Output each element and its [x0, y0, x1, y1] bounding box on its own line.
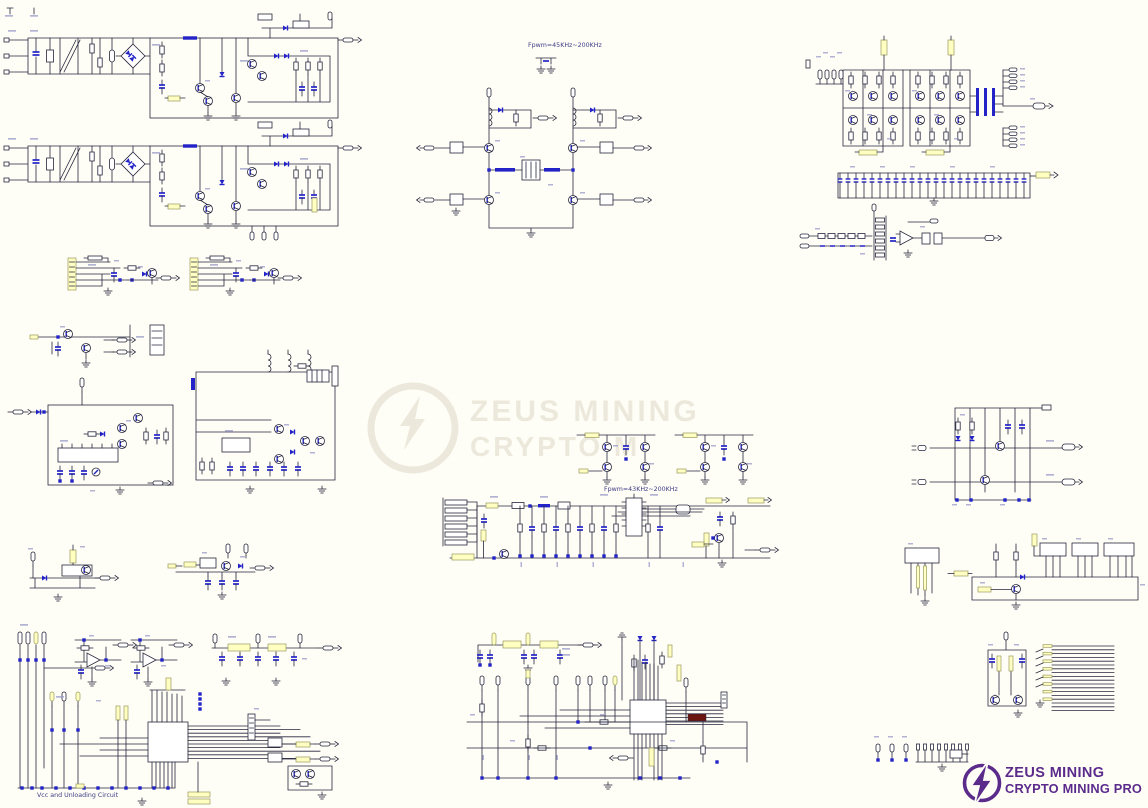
- block-aux-connector-2: [190, 256, 302, 295]
- block-monitor-mcu: [17, 624, 342, 806]
- logo-lightning-circle-icon: [962, 763, 1002, 803]
- block-current-sense-filter: [799, 203, 1003, 261]
- block-ac-input-stage-2: [4, 120, 362, 241]
- freq-label-mid: Fpwm=43KHz~200KHz: [604, 486, 679, 493]
- block-ac-input-stage-1: [4, 12, 362, 120]
- watermark-lightning-circle-icon: [367, 382, 459, 474]
- block-sync-rectifier: [805, 36, 1054, 155]
- block-secondary-controller: [466, 632, 748, 790]
- block-output-cap-bank: [836, 166, 1059, 206]
- block-full-bridge-converter: [415, 57, 653, 238]
- block-sense-circuit-1: [28, 544, 119, 602]
- block-testpoint-header: [874, 736, 969, 772]
- caption-bottom-left: Vcc and Unloading Circuit: [37, 792, 119, 799]
- brand-logo: ZEUS MINING CRYPTO MINING PRO: [962, 760, 1142, 807]
- watermark: ZEUS MINING CRYPTO M: [367, 382, 700, 474]
- block-pwm-controller: [442, 433, 779, 568]
- block-oring-grid: [911, 404, 1084, 506]
- block-supervisor: [7, 377, 174, 495]
- logo-lightning-bolt-icon: [969, 760, 994, 807]
- freq-label-top: Fpwm=45KHz~200KHz: [528, 42, 603, 49]
- block-output-switches: [904, 533, 1145, 610]
- logo-line2: CRYPTO MINING PRO: [1005, 781, 1142, 796]
- block-inrush-strip: [29, 324, 165, 368]
- block-sense-circuit-2: [167, 543, 274, 600]
- block-input-notes: [5, 7, 38, 17]
- watermark-line1: ZEUS MINING: [470, 395, 700, 428]
- block-aux-connector-1: [68, 256, 180, 295]
- block-bias-circuit: [987, 631, 1027, 718]
- block-wire-harness: [1035, 644, 1115, 711]
- watermark-lightning-bolt-icon: [400, 396, 425, 450]
- logo-line1: ZEUS MINING: [1005, 765, 1104, 781]
- block-gate-driver: [191, 349, 339, 494]
